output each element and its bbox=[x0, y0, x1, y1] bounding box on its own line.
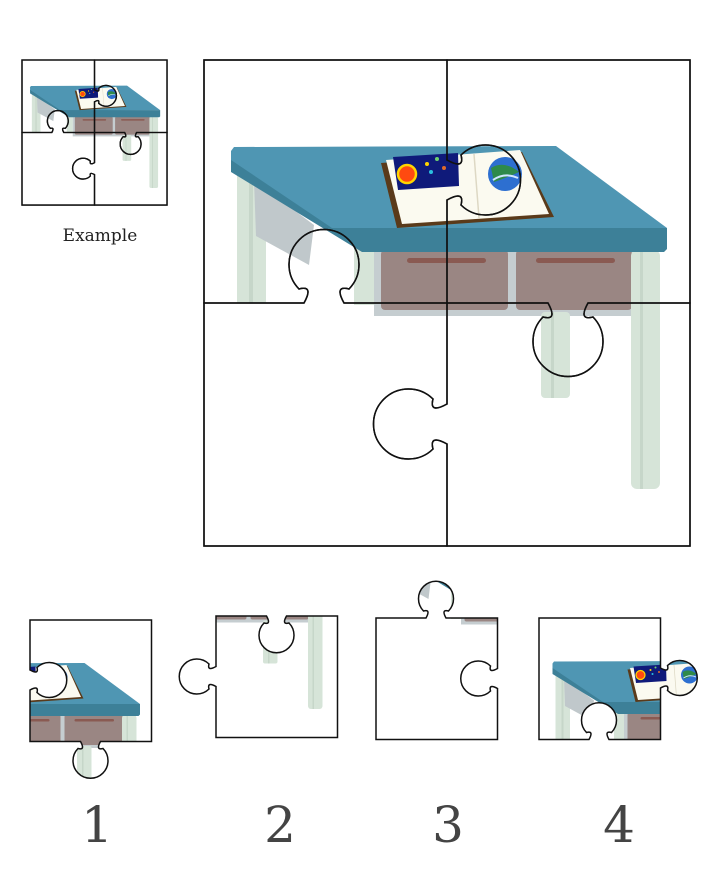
option-number-3: 3 bbox=[432, 796, 464, 854]
example-label: Example bbox=[63, 226, 138, 246]
option-number-1: 1 bbox=[81, 796, 113, 854]
option-piece-1[interactable] bbox=[0, 619, 153, 835]
option-number-2: 2 bbox=[264, 796, 296, 854]
main-puzzle bbox=[203, 59, 691, 547]
option-number-4: 4 bbox=[603, 796, 635, 854]
example-puzzle bbox=[21, 59, 168, 206]
option-piece-2[interactable] bbox=[108, 538, 339, 739]
